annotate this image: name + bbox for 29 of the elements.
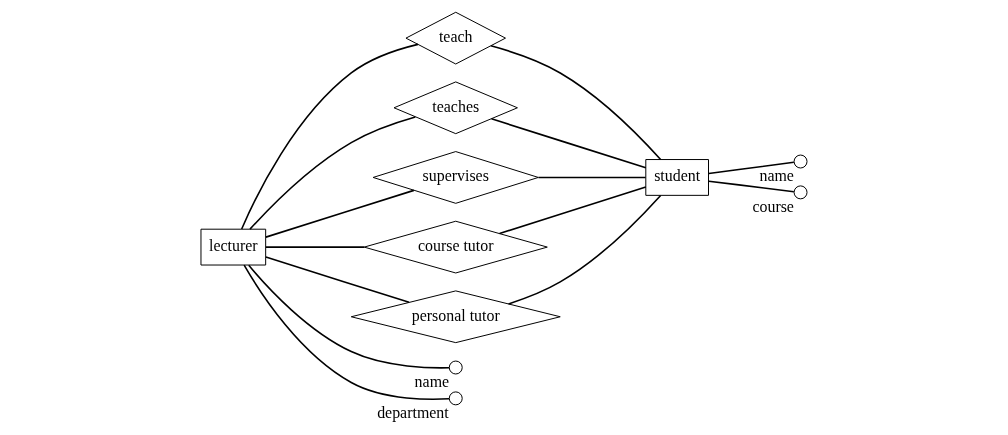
connector: [498, 186, 647, 235]
node-label: course: [752, 197, 794, 215]
node-diamond: course tutor: [363, 220, 548, 274]
connector: [708, 161, 795, 175]
node-circle: [448, 360, 463, 375]
connector: [507, 194, 662, 305]
connector: [490, 45, 662, 161]
connector: [708, 180, 795, 193]
node-box: student: [645, 159, 709, 196]
connector: [265, 246, 365, 248]
node-circle: [448, 391, 463, 406]
connector: [490, 118, 647, 169]
node-diamond: supervises: [372, 151, 539, 204]
connector: [240, 43, 419, 230]
node-diamond: teaches: [393, 81, 518, 135]
node-label: department: [377, 403, 449, 421]
connector: [537, 176, 647, 179]
connector: [265, 189, 415, 238]
connector: [247, 264, 451, 369]
node-box: lecturer: [200, 228, 267, 266]
connector: [265, 256, 410, 304]
node-diamond: personal tutor: [350, 290, 561, 344]
connector: [243, 264, 450, 401]
node-label: name: [414, 372, 450, 390]
node-circle: [793, 185, 808, 200]
connector: [249, 116, 417, 230]
node-diamond: teach: [405, 11, 506, 65]
node-circle: [793, 154, 808, 169]
node-label: name: [759, 166, 794, 184]
